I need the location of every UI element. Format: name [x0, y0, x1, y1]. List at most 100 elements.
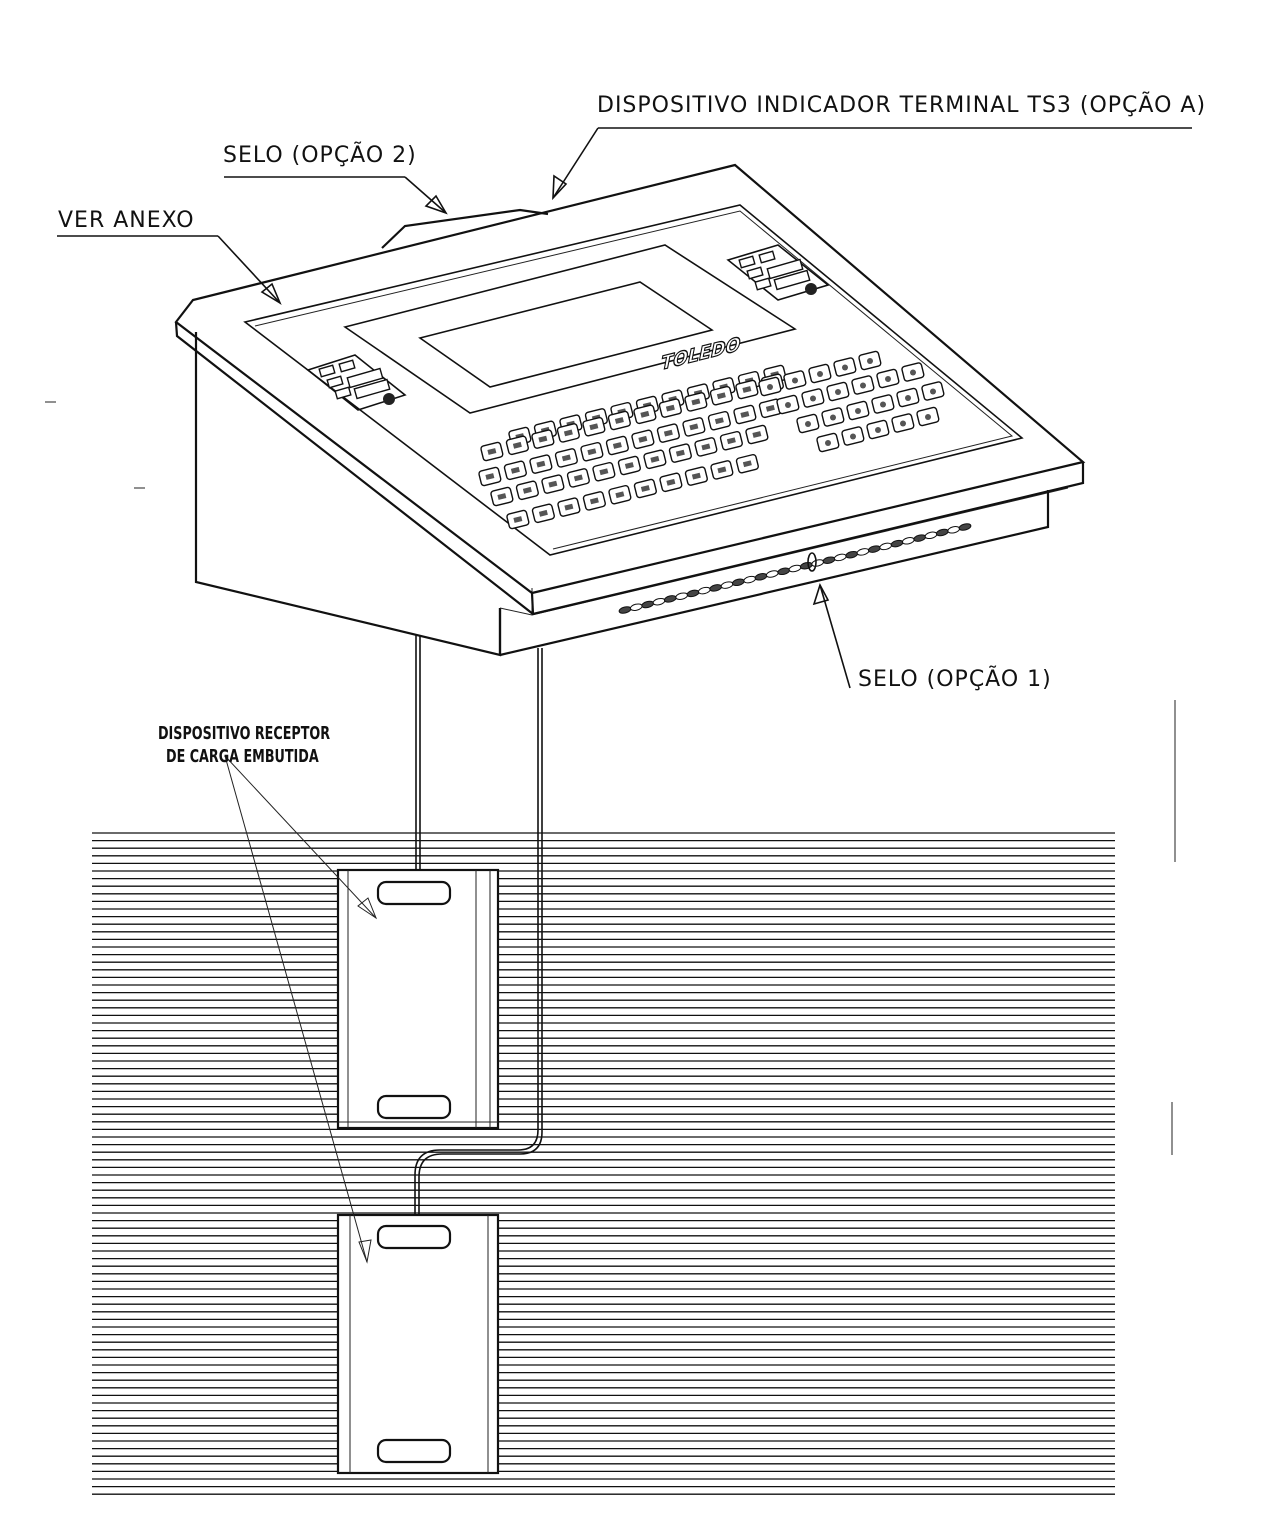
key-glyph [830, 414, 836, 421]
chain-link [947, 526, 961, 534]
key-glyph [691, 398, 701, 406]
chain-link [765, 570, 779, 578]
chain-link [833, 553, 847, 562]
key-glyph [767, 384, 773, 390]
chain-link [913, 534, 927, 542]
key-glyph [867, 358, 873, 364]
chain-link [720, 581, 734, 589]
key-glyph [485, 473, 495, 480]
chain-link [867, 545, 881, 553]
key-glyph [663, 429, 673, 437]
key-glyph [638, 435, 648, 443]
key-glyph [538, 435, 548, 443]
key-glyph [842, 364, 848, 371]
chain-link [845, 550, 859, 559]
key-glyph [691, 472, 701, 480]
key-glyph [885, 376, 891, 382]
key-glyph [573, 474, 583, 482]
key-glyph [740, 411, 750, 418]
chain-link [731, 578, 745, 587]
key-glyph [614, 417, 624, 424]
right-function-keys [726, 244, 830, 301]
key-glyph [624, 462, 634, 469]
load-receiver-upper [336, 868, 500, 1130]
chain-link [743, 575, 757, 584]
key-glyph [742, 460, 752, 468]
chain-link [901, 537, 915, 545]
key-glyph [930, 388, 936, 395]
key-glyph [910, 369, 916, 376]
key-glyph [752, 431, 762, 438]
key-glyph [561, 454, 571, 462]
key-glyph [701, 443, 711, 451]
key-glyph [835, 389, 841, 395]
key-glyph [714, 417, 724, 425]
key-glyph [640, 485, 650, 492]
chain-link [788, 564, 802, 573]
label-seal-option-1: SELO (OPÇÃO 1) [858, 665, 1052, 692]
chain-link [822, 556, 836, 564]
chain-link [856, 548, 870, 556]
key-glyph [599, 468, 609, 476]
key-glyph [522, 486, 532, 494]
chain-link [958, 523, 972, 531]
left-function-keys [306, 354, 407, 411]
load-receiver-lower [336, 1213, 500, 1475]
key-glyph [650, 455, 660, 463]
chain-link [754, 573, 768, 581]
key-glyph [512, 441, 522, 449]
key-glyph [538, 509, 548, 517]
key-glyph [563, 429, 573, 437]
terminal-ts3: TOLEDO [174, 163, 1086, 657]
keyboard [478, 350, 945, 530]
key-glyph [792, 377, 798, 384]
key-glyph [640, 410, 650, 418]
key-glyph [905, 395, 911, 401]
chain-link [935, 528, 949, 537]
key-glyph [717, 466, 727, 474]
label-seal-option-2: SELO (OPÇÃO 2) [223, 141, 417, 168]
chain-link [618, 606, 632, 614]
key-glyph [765, 404, 775, 412]
key-glyph [487, 448, 497, 455]
key-glyph [860, 382, 866, 389]
key-glyph [564, 503, 574, 511]
key-glyph [785, 402, 791, 408]
key-glyph [850, 433, 856, 440]
chain-link [663, 595, 677, 603]
key-glyph [810, 395, 816, 402]
label-receiver-line2: DE CARGA EMBUTIDA [166, 746, 319, 767]
lower-slot-top [376, 1224, 452, 1250]
cables [414, 635, 543, 1215]
margin-marks [45, 401, 1176, 1155]
chain-link [879, 542, 893, 551]
floor-hatching [92, 832, 1115, 1495]
chain-link [641, 600, 655, 609]
key-glyph [536, 460, 546, 468]
upper-slot-top [376, 880, 452, 906]
chain-link [799, 561, 813, 570]
label-see-annex: VER ANEXO [58, 208, 195, 233]
key-glyph [589, 423, 599, 431]
key-glyph [805, 421, 811, 427]
key-glyph [875, 427, 881, 433]
label-terminal: DISPOSITIVO INDICADOR TERMINAL TS3 (OPÇÃ… [597, 91, 1206, 118]
key-glyph [587, 448, 597, 456]
key-glyph [689, 423, 699, 431]
chain-link [777, 567, 791, 576]
key-glyph [615, 491, 625, 499]
brand-logo: TOLEDO [659, 333, 743, 375]
label-receiver-line1: DISPOSITIVO RECEPTOR [158, 723, 330, 744]
key-glyph [666, 478, 676, 486]
key-glyph [825, 440, 831, 446]
key-glyph [716, 392, 726, 400]
chain-link [924, 531, 938, 540]
chain-link [652, 597, 666, 606]
chain-link [629, 603, 643, 611]
key-glyph [510, 466, 520, 474]
key-glyph [675, 449, 685, 457]
key-glyph [855, 408, 861, 414]
chain-link [675, 592, 689, 600]
key-glyph [589, 497, 599, 505]
